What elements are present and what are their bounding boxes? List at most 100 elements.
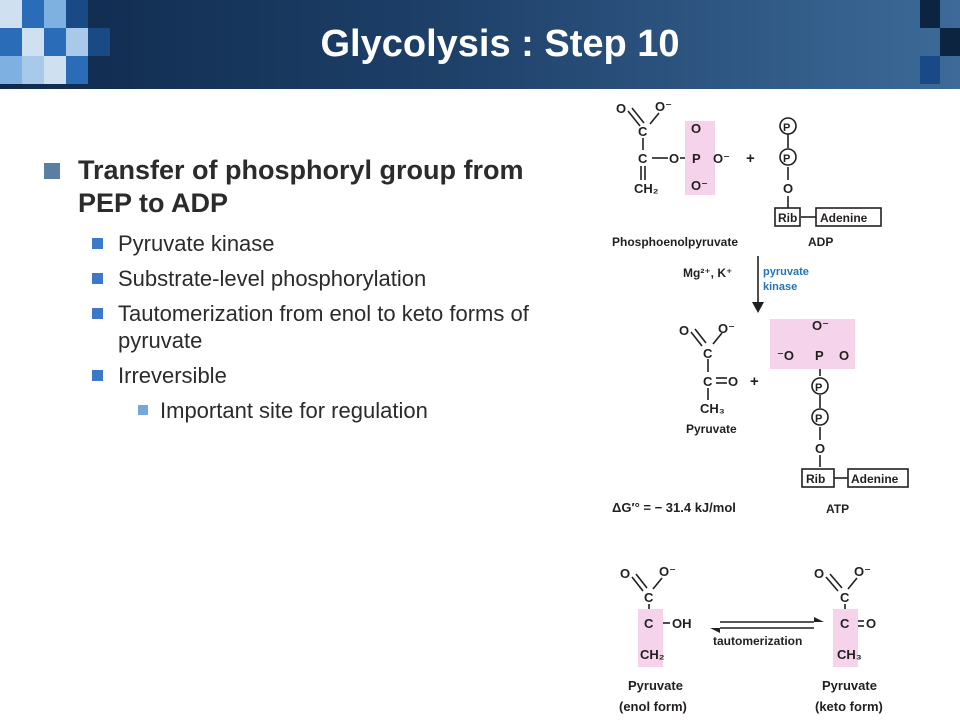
hydroxyl-group: OH: [672, 616, 692, 631]
enol-highlight: [638, 609, 663, 667]
reaction-figure: O O⁻ C C O O P O⁻ O⁻ CH₂ + P P O Rib Ade…: [612, 99, 909, 714]
enzyme-label: pyruvate: [763, 266, 809, 278]
bullet-main: Transfer of phosphoryl group from PEP to…: [40, 154, 540, 220]
sub-bullet: Pyruvate kinase: [40, 230, 540, 257]
atom-oxygen: O: [620, 566, 630, 581]
keto-label: Pyruvate: [822, 678, 877, 693]
decor-square: [66, 56, 88, 84]
ribose-box: [801, 468, 835, 488]
atom-oxygen: O: [728, 374, 738, 389]
sub-bullet-text: Tautomerization from enol to keto forms …: [118, 301, 529, 353]
atom-oxygen-minus: O⁻: [812, 318, 829, 333]
atom-oxygen: O: [815, 441, 825, 456]
phosphate-p-label: P: [783, 153, 790, 165]
atom-carbon: C: [638, 124, 648, 139]
phosphate-highlight: [770, 319, 855, 369]
decor-square: [920, 56, 940, 84]
arrow-left-icon: [710, 628, 720, 633]
adenine-label: Adenine: [851, 472, 899, 486]
atom-carbon: C: [703, 374, 713, 389]
enol-label: (enol form): [619, 699, 687, 714]
plus-sign: +: [750, 373, 759, 390]
atom-oxygen: O: [866, 616, 876, 631]
methylene-group: CH₂: [634, 181, 659, 196]
adenine-box: [847, 468, 909, 488]
atom-oxygen: O: [814, 566, 824, 581]
decor-square: [940, 28, 960, 56]
pyruvate-label: Pyruvate: [686, 422, 737, 436]
keto-highlight: [833, 609, 858, 667]
decor-square: [22, 56, 44, 84]
methyl-group: CH₃: [837, 647, 862, 662]
atom-oxygen-minus: O⁻: [854, 564, 871, 579]
decor-square: [44, 56, 66, 84]
atom-carbon: C: [840, 590, 850, 605]
bullet-marker: [92, 273, 103, 284]
atom-oxygen: O: [839, 348, 849, 363]
decor-square: [0, 28, 22, 56]
atom-oxygen-minus: ⁻O: [777, 348, 794, 363]
phosphate-p-label: P: [815, 382, 822, 394]
bullet-marker: [138, 405, 148, 415]
enol-label: Pyruvate: [628, 678, 683, 693]
decor-square: [0, 56, 22, 84]
bullet-main-text: Transfer of phosphoryl group from PEP to…: [78, 155, 524, 218]
decor-square: [44, 28, 66, 56]
sub-sub-bullet-text: Important site for regulation: [160, 398, 428, 423]
sub-sub-bullet: Important site for regulation: [40, 397, 540, 424]
adp-label: ADP: [808, 235, 833, 249]
atom-phosphorus: P: [692, 151, 701, 166]
cofactor-label: Mg²⁺, K⁺: [683, 266, 732, 280]
phosphate-circle: [779, 148, 797, 166]
phosphate-circle: [811, 408, 829, 426]
ribose-box: [774, 207, 801, 227]
phosphate-p-label: P: [815, 413, 822, 425]
sub-bullet: Irreversible: [40, 362, 540, 389]
bullet-list: Transfer of phosphoryl group from PEP to…: [40, 154, 540, 424]
sub-bullet: Substrate-level phosphorylation: [40, 265, 540, 292]
slide-title: Glycolysis : Step 10: [320, 23, 680, 65]
pep-label: Phosphoenolpyruvate: [612, 235, 738, 249]
atom-oxygen: O: [679, 323, 689, 338]
atom-oxygen: O: [783, 181, 793, 196]
atom-oxygen-minus: O⁻: [713, 151, 730, 166]
atom-oxygen-minus: O⁻: [659, 564, 676, 579]
methylene-group: CH₂: [640, 647, 665, 662]
decor-square: [22, 28, 44, 56]
atom-oxygen-minus: O⁻: [718, 321, 735, 336]
decor-square: [66, 28, 88, 56]
plus-sign: +: [746, 150, 755, 167]
decor-square: [22, 0, 44, 28]
phosphate-highlight: [685, 121, 715, 195]
atom-carbon: C: [644, 590, 654, 605]
decor-square: [88, 28, 110, 56]
atom-oxygen-minus: O⁻: [691, 178, 708, 193]
atp-label: ATP: [826, 502, 849, 516]
decor-square: [66, 0, 88, 28]
delta-g-label: ΔG′° = − 31.4 kJ/mol: [612, 500, 736, 515]
slide-header: Glycolysis : Step 10: [0, 0, 960, 89]
keto-label: (keto form): [815, 699, 883, 714]
atom-phosphorus: P: [815, 348, 824, 363]
arrow-right-icon: [814, 617, 824, 622]
atom-carbon: C: [644, 616, 654, 631]
ribose-label: Rib: [778, 211, 797, 225]
bullet-marker: [92, 308, 103, 319]
bullet-marker: [44, 163, 60, 179]
decor-square: [0, 0, 22, 28]
sub-bullet: Tautomerization from enol to keto forms …: [40, 300, 540, 354]
phosphate-p-label: P: [783, 122, 790, 134]
bullet-marker: [92, 370, 103, 381]
decor-square: [920, 0, 940, 28]
adenine-box: [815, 207, 882, 227]
bullet-marker: [92, 238, 103, 249]
phosphate-circle: [779, 117, 797, 135]
tautomerization-label: tautomerization: [713, 634, 802, 648]
sub-bullet-text: Irreversible: [118, 363, 227, 388]
atom-carbon: C: [703, 346, 713, 361]
atom-oxygen: O: [669, 151, 679, 166]
atom-oxygen: O: [616, 101, 626, 116]
methyl-group: CH₃: [700, 401, 725, 416]
atom-carbon: C: [638, 151, 648, 166]
adenine-label: Adenine: [820, 211, 868, 225]
